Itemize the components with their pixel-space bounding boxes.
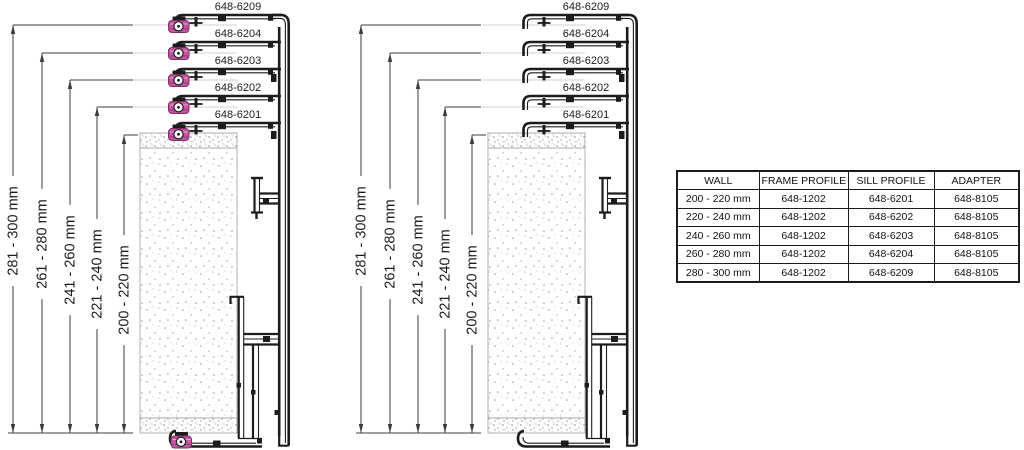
table-header-adapter: ADAPTER <box>933 170 1020 191</box>
sill-profile-label: 648-6202 <box>563 82 610 94</box>
table-header-frame-profile: FRAME PROFILE <box>758 170 849 191</box>
table-cell: 648-1202 <box>758 189 849 209</box>
table-cell: 648-8105 <box>933 262 1020 283</box>
table-header-wall: WALL <box>676 170 760 191</box>
diagram-with-adapter: 648-6209 648-6204 648-6203 648-6202 648-… <box>6 1 289 449</box>
dimension-label: 241 - 260 mm <box>63 215 79 304</box>
profile-selection-table-wrap: WALL FRAME PROFILE SILL PROFILE ADAPTER … <box>676 170 1020 284</box>
table-cell: 648-6201 <box>847 189 935 209</box>
table-cell: 648-1202 <box>758 226 849 246</box>
table-row: 200 - 220 mm 648-1202 648-6201 648-8105 <box>676 189 1020 209</box>
table-cell: 240 - 260 mm <box>676 226 760 246</box>
table-header-sill-profile: SILL PROFILE <box>847 170 935 191</box>
table-cell: 220 - 240 mm <box>676 207 760 228</box>
dimension-label: 221 - 240 mm <box>438 229 454 318</box>
table-row: 240 - 260 mm 648-1202 648-6203 648-8105 <box>676 226 1020 246</box>
sill-profile-labels: 648-6209 648-6204 648-6203 648-6202 648-… <box>215 1 262 121</box>
dimension-label: 281 - 300 mm <box>354 186 370 275</box>
table-header-row: WALL FRAME PROFILE SILL PROFILE ADAPTER <box>676 170 1020 191</box>
table-cell: 260 - 280 mm <box>676 244 760 264</box>
wall-dimension-labels: 281 - 300 mm 261 - 280 mm 241 - 260 mm 2… <box>6 176 133 345</box>
dimension-label: 221 - 240 mm <box>90 229 106 318</box>
table-cell: 648-6203 <box>847 226 935 246</box>
dimension-label: 241 - 260 mm <box>411 215 427 304</box>
table-cell: 648-1202 <box>758 262 849 283</box>
sill-profile-label: 648-6204 <box>215 28 262 40</box>
table-cell: 648-1202 <box>758 207 849 228</box>
sill-profile-label: 648-6201 <box>563 109 610 121</box>
sill-profile-label: 648-6203 <box>563 55 610 67</box>
table-cell: 648-8105 <box>933 207 1020 228</box>
profile-selection-table: WALL FRAME PROFILE SILL PROFILE ADAPTER … <box>676 170 1020 284</box>
table-cell: 648-8105 <box>933 244 1020 264</box>
table-cell: 648-1202 <box>758 244 849 264</box>
table-cell: 648-8105 <box>933 189 1020 209</box>
dimension-label: 261 - 280 mm <box>383 199 399 288</box>
sill-profile-label: 648-6209 <box>563 1 610 13</box>
dimension-label: 200 - 220 mm <box>117 245 133 334</box>
sill-profile-labels: 648-6209 648-6204 648-6203 648-6202 648-… <box>563 1 610 121</box>
table-cell: 648-6209 <box>847 262 935 283</box>
wall-dimension-labels: 281 - 300 mm 261 - 280 mm 241 - 260 mm 2… <box>354 176 481 345</box>
sill-profile-label: 648-6204 <box>563 28 610 40</box>
sill-profile-label: 648-6203 <box>215 55 262 67</box>
table-cell: 280 - 300 mm <box>676 262 760 283</box>
table-row: 260 - 280 mm 648-1202 648-6204 648-8105 <box>676 244 1020 264</box>
diagram-without-adapter: 648-6209 648-6204 648-6203 648-6202 648-… <box>354 1 637 447</box>
sill-profile-label: 648-6202 <box>215 82 262 94</box>
table-row: 220 - 240 mm 648-1202 648-6202 648-8105 <box>676 207 1020 228</box>
sill-profile-label: 648-6201 <box>215 109 262 121</box>
dimension-label: 200 - 220 mm <box>465 245 481 334</box>
dimension-label: 281 - 300 mm <box>6 186 22 275</box>
table-row: 280 - 300 mm 648-1202 648-6209 648-8105 <box>676 262 1020 283</box>
table-cell: 648-6204 <box>847 244 935 264</box>
table-cell: 200 - 220 mm <box>676 189 760 209</box>
sill-profile-label: 648-6209 <box>215 1 262 13</box>
table-cell: 648-6202 <box>847 207 935 228</box>
dimension-label: 261 - 280 mm <box>35 199 51 288</box>
table-cell: 648-8105 <box>933 226 1020 246</box>
